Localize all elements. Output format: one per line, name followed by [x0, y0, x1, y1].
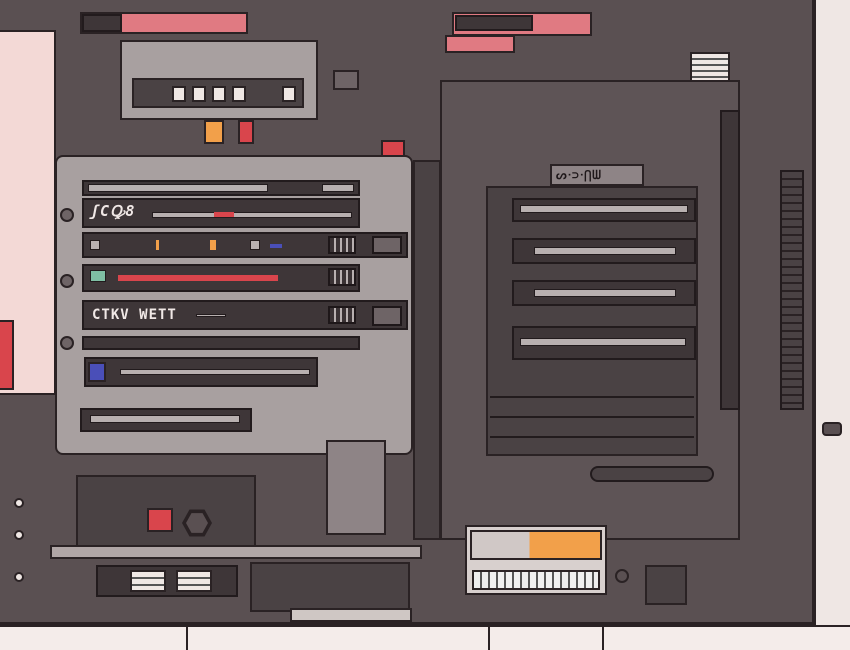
top-connector-right-ports: [455, 15, 533, 31]
control-panel-keypad[interactable]: [472, 570, 600, 590]
center-bracket: [326, 440, 386, 535]
status-indicator-red: [238, 120, 254, 144]
io-port[interactable]: [172, 86, 186, 102]
right-cage-rail: [490, 436, 694, 438]
drive-module-3-led-green: [90, 270, 106, 282]
drive-module-2[interactable]: [82, 232, 408, 258]
bottom-tick: [602, 626, 604, 650]
drive-rail-top-bar: [88, 184, 268, 192]
drive-module-4-button[interactable]: [372, 306, 402, 326]
drive-rail-top-bar-end: [322, 184, 354, 192]
drive-module-2-marker-b: [250, 240, 260, 250]
drive-module-1-bar: [152, 212, 352, 218]
io-port[interactable]: [212, 86, 226, 102]
right-bay-2-bar: [534, 247, 676, 255]
edge-screw: [14, 498, 24, 508]
right-bay-4-bar: [520, 338, 686, 346]
bottom-red-chip: [147, 508, 173, 532]
hex-nut-icon-inner: [186, 513, 208, 533]
right-drive-cage: [486, 186, 698, 456]
status-indicator-orange: [204, 120, 224, 144]
control-panel-knob[interactable]: [615, 569, 629, 583]
right-bay-3-bar: [534, 289, 676, 297]
right-unit-top-label-plate: [550, 164, 644, 186]
drive-module-2-vent: [328, 236, 356, 254]
drive-module-5-bar: [120, 369, 310, 375]
bottom-port[interactable]: [176, 570, 212, 592]
drive-module-2-led-blue: [270, 244, 282, 248]
drive-module-5-rail: [82, 336, 360, 350]
chassis-screw: [60, 208, 74, 222]
bottom-right-chip: [645, 565, 687, 605]
drive-module-1-label: ʃCꝘ8: [90, 202, 136, 220]
drive-module-2-marker: [90, 240, 100, 250]
control-panel-screen: [470, 530, 602, 560]
drive-module-4-bar: [196, 314, 226, 317]
bottom-right-bracket: [290, 608, 412, 622]
edge-screw: [14, 572, 24, 582]
right-side-vent: [780, 170, 804, 410]
bottom-ledge: [50, 545, 422, 559]
right-handle-bar[interactable]: [590, 466, 714, 482]
drive-module-4-label: CTKV WETT: [92, 307, 177, 323]
drive-module-3-activity-bar: [118, 275, 278, 281]
bottom-port-block: [96, 565, 238, 597]
top-connector-left-ports: [82, 14, 122, 32]
bottom-tick: [488, 626, 490, 650]
drive-module-2-led: [210, 240, 216, 250]
drive-module-2-button[interactable]: [372, 236, 402, 254]
outer-frame-bottom-divider: [0, 625, 850, 650]
side-knob: [822, 422, 842, 436]
left-side-accent: [0, 320, 14, 390]
vent-label-plate[interactable]: [690, 52, 730, 82]
drive-module-2-led: [156, 240, 159, 250]
right-cage-rail: [490, 416, 694, 418]
chassis-screw: [60, 274, 74, 288]
bottom-tick: [186, 626, 188, 650]
center-column: [413, 160, 441, 540]
io-port[interactable]: [282, 86, 296, 102]
drive-module-3-vent: [328, 268, 356, 286]
edge-screw: [14, 530, 24, 540]
drive-module-1-led: [214, 212, 234, 217]
right-unit-top-label: ᔕᐧ⊃ᐧ⋂ᗯ: [556, 168, 602, 182]
bottom-port[interactable]: [130, 570, 166, 592]
small-chip: [333, 70, 359, 90]
top-connector-right-lower: [445, 35, 515, 53]
chassis-screw: [60, 336, 74, 350]
outer-frame-right: [815, 0, 850, 650]
right-cage-rail: [490, 396, 694, 398]
drive-module-4-vent: [328, 306, 356, 324]
right-bay-1-bar: [520, 205, 688, 213]
drive-module-5-led-blue: [88, 362, 106, 382]
io-port[interactable]: [232, 86, 246, 102]
top-connector-left: [80, 12, 248, 34]
bottom-center-ports: [250, 562, 410, 612]
drive-module-6-bar: [90, 415, 240, 423]
io-port[interactable]: [192, 86, 206, 102]
right-side-strip: [720, 110, 740, 410]
